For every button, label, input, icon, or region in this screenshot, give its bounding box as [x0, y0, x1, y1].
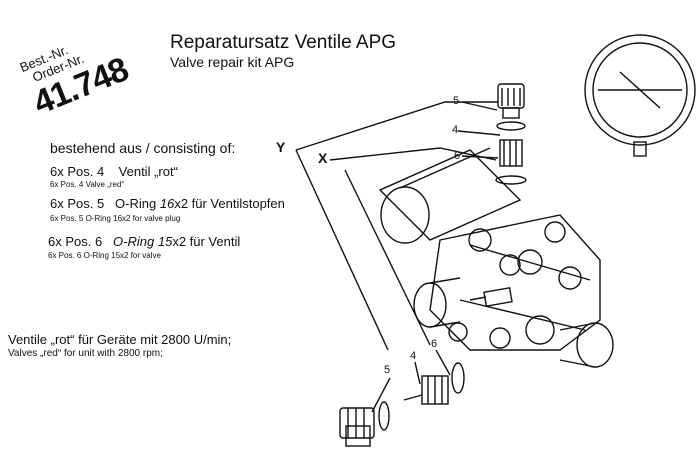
o-ring-top-6	[495, 175, 527, 185]
position-label-6-bottom: 6	[431, 338, 438, 350]
item-qty: 6x Pos. 4	[50, 164, 105, 179]
position-label-5-bottom: 5	[384, 364, 391, 376]
pump-outlet-left	[413, 277, 461, 328]
consisting-of-heading: bestehend aus / consisting of:	[50, 140, 236, 156]
item-desc: Ventil „rot“	[118, 164, 178, 179]
item-desc: O-Ring	[115, 196, 160, 211]
item-qty: 6x Pos. 5	[50, 196, 105, 211]
item-line-de: 6x Pos. 6 O-Ring 15x2 für Ventil	[48, 234, 240, 249]
position-label-5-top: 5	[453, 95, 460, 107]
title-english: Valve repair kit APG	[170, 54, 295, 70]
item-desc-tail: x2 für Ventilstopfen	[174, 196, 285, 211]
pump-handle	[378, 147, 522, 244]
title-german: Reparatursatz Ventile APG	[170, 32, 397, 53]
position-label-4-top: 4	[452, 124, 459, 136]
callout-x: X	[318, 150, 328, 166]
pump-outlet-right	[559, 322, 614, 368]
rpm-note-english: Valves „red“ for unit with 2800 rpm;	[8, 348, 163, 359]
o-ring-top-5	[496, 121, 526, 131]
position-label-6-top: 6	[454, 150, 461, 162]
item-line-en: 6x Pos. 5 O-Ring 16x2 for valve plug	[50, 214, 181, 223]
pressure-gauge	[584, 34, 696, 157]
item-size: 16	[159, 196, 175, 211]
item-qty: 6x Pos. 6	[48, 234, 103, 249]
item-desc: O-Ring	[113, 234, 158, 249]
valve-bottom-4	[403, 375, 449, 405]
rpm-note-german: Ventile „rot“ für Geräte mit 2800 U/min;	[8, 332, 232, 347]
item-line-de: 6x Pos. 4 Ventil „rot“	[50, 164, 178, 179]
item-line-de: 6x Pos. 5 O-Ring 16x2 für Ventilstopfen	[50, 196, 285, 211]
o-ring-bottom-6	[451, 362, 465, 394]
valve-plug-bottom	[339, 407, 375, 447]
callout-y: Y	[276, 139, 286, 155]
item-line-en: 6x Pos. 6 O-Ring 15x2 for valve	[48, 251, 161, 260]
position-label-4-bottom: 4	[410, 350, 417, 362]
leader-line-y-upper	[295, 101, 498, 151]
leader-line-y-lower	[295, 149, 389, 351]
item-size: 15	[157, 234, 173, 249]
pump-bolt	[469, 287, 513, 307]
item-desc-tail: x2 für Ventil	[172, 234, 241, 249]
leader-line-x-upper	[329, 147, 497, 161]
valve-top-4	[499, 139, 523, 167]
pump-body	[429, 214, 601, 351]
item-line-en: 6x Pos. 4 Valve „red“	[50, 180, 125, 189]
o-ring-bottom-5	[378, 401, 390, 431]
valve-plug-top	[497, 83, 525, 119]
